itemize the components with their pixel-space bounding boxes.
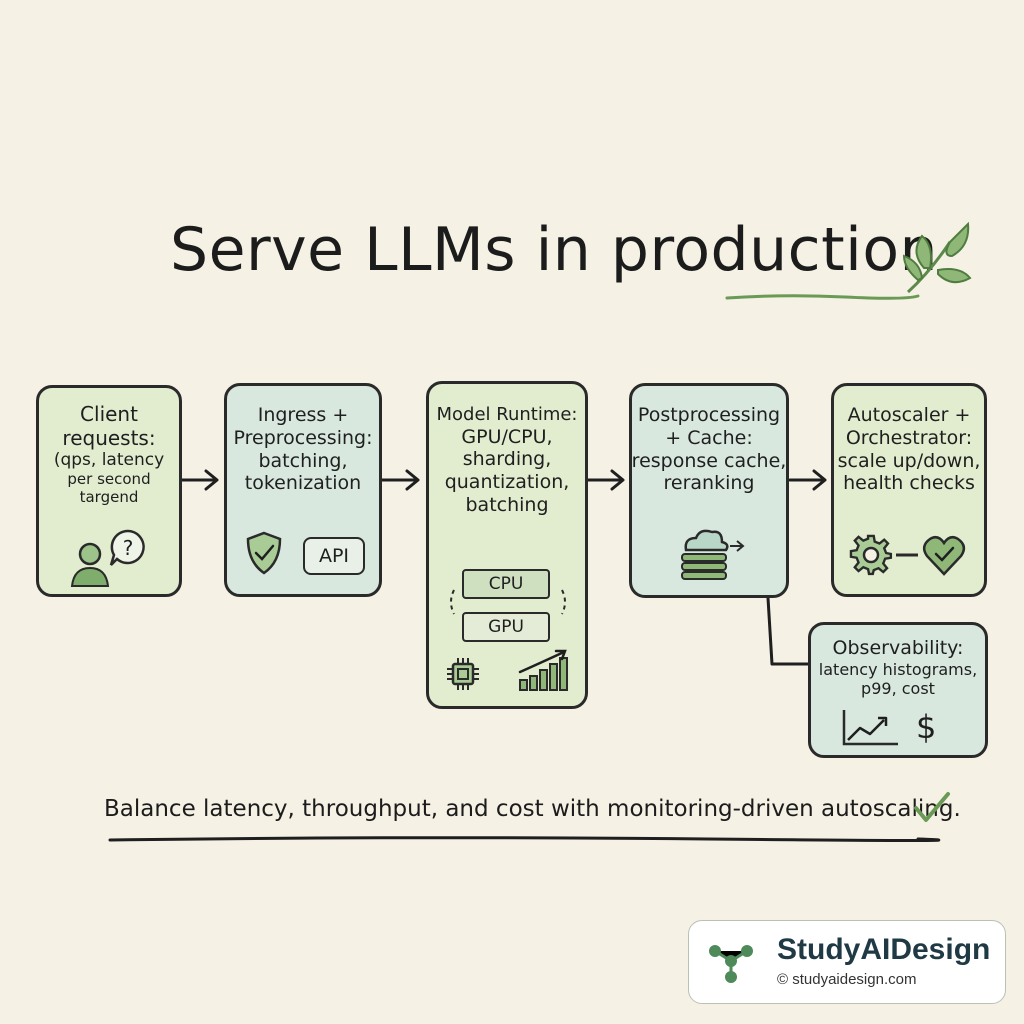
growth-chart-icon [518, 649, 568, 691]
line-chart-icon [842, 710, 898, 746]
autoscaler-orchestrator-box: Autoscaler + Orchestrator: scale up/down… [831, 383, 987, 597]
network-logo-icon [709, 945, 753, 983]
runtime-line-1: Model Runtime: [436, 404, 578, 425]
brand-url[interactable]: © studyaidesign.com [777, 971, 917, 988]
ingress-line-1: Ingress + [257, 404, 349, 426]
cpu-chip-label: CPU [462, 569, 550, 599]
post-line-1: Postprocessing [637, 404, 781, 426]
api-badge: API [303, 537, 365, 575]
autoscaler-line-2: Orchestrator: [845, 426, 973, 449]
client-line-2: requests: [62, 426, 156, 450]
observability-line-3: p99, cost [861, 678, 935, 698]
gpu-chip-label: GPU [462, 612, 550, 642]
autoscaler-line-4: health checks [843, 472, 975, 495]
arrow-runtime-to-post [586, 469, 625, 491]
processor-icon [447, 658, 479, 690]
observability-line-1: Observability: [832, 637, 964, 659]
ingress-line-3: batching, [258, 449, 348, 472]
check-icon [914, 792, 950, 822]
autoscaler-line-3: scale up/down, [837, 449, 981, 472]
runtime-line-2: GPU/CPU, [461, 425, 553, 448]
footer-underline [108, 836, 941, 842]
client-line-1: Client [80, 402, 138, 426]
post-line-4: reranking [663, 472, 755, 495]
ingress-line-4: tokenization [244, 472, 362, 495]
runtime-line-3: sharding, [462, 448, 552, 471]
connector-post-to-observability [766, 596, 810, 666]
title-underline [725, 294, 920, 300]
footer-caption: Balance latency, throughput, and cost wi… [104, 796, 961, 822]
user-icon [70, 542, 110, 587]
dollar-sign: $ [916, 708, 937, 746]
autoscaler-line-1: Autoscaler + [847, 404, 971, 426]
client-line-3: (qps, latency [53, 450, 165, 470]
ingress-line-2: Preprocessing: [233, 426, 373, 449]
svg-text:?: ? [123, 536, 134, 560]
leaf-icon [902, 221, 972, 294]
chip-stack-dashes [450, 589, 566, 615]
arrow-client-to-ingress [180, 469, 219, 491]
shield-check-icon [246, 531, 282, 575]
gear-heart-connector [896, 553, 918, 557]
post-line-3: response cache, [631, 449, 787, 472]
question-bubble-icon: ? [109, 529, 145, 566]
runtime-line-5: batching [465, 493, 549, 516]
observability-box: Observability: latency histograms, p99, … [808, 622, 988, 758]
client-line-4: per second [67, 470, 151, 489]
brand-card[interactable]: StudyAIDesign © studyaidesign.com [688, 920, 1006, 1004]
client-requests-box: Client requests: (qps, latency per secon… [36, 385, 182, 597]
brand-name: StudyAIDesign [777, 933, 991, 966]
arrow-ingress-to-runtime [380, 469, 420, 491]
runtime-line-4: quantization, [444, 471, 570, 494]
gear-icon [849, 534, 893, 576]
diagram-title: Serve LLMs in production [170, 215, 939, 285]
cloud-cache-icon [681, 529, 745, 580]
post-line-2: + Cache: [665, 426, 753, 449]
arrow-post-to-autoscaler [788, 469, 827, 491]
observability-line-2: latency histograms, [818, 659, 978, 679]
heart-check-icon [922, 535, 966, 576]
client-line-5: targend [79, 488, 139, 507]
